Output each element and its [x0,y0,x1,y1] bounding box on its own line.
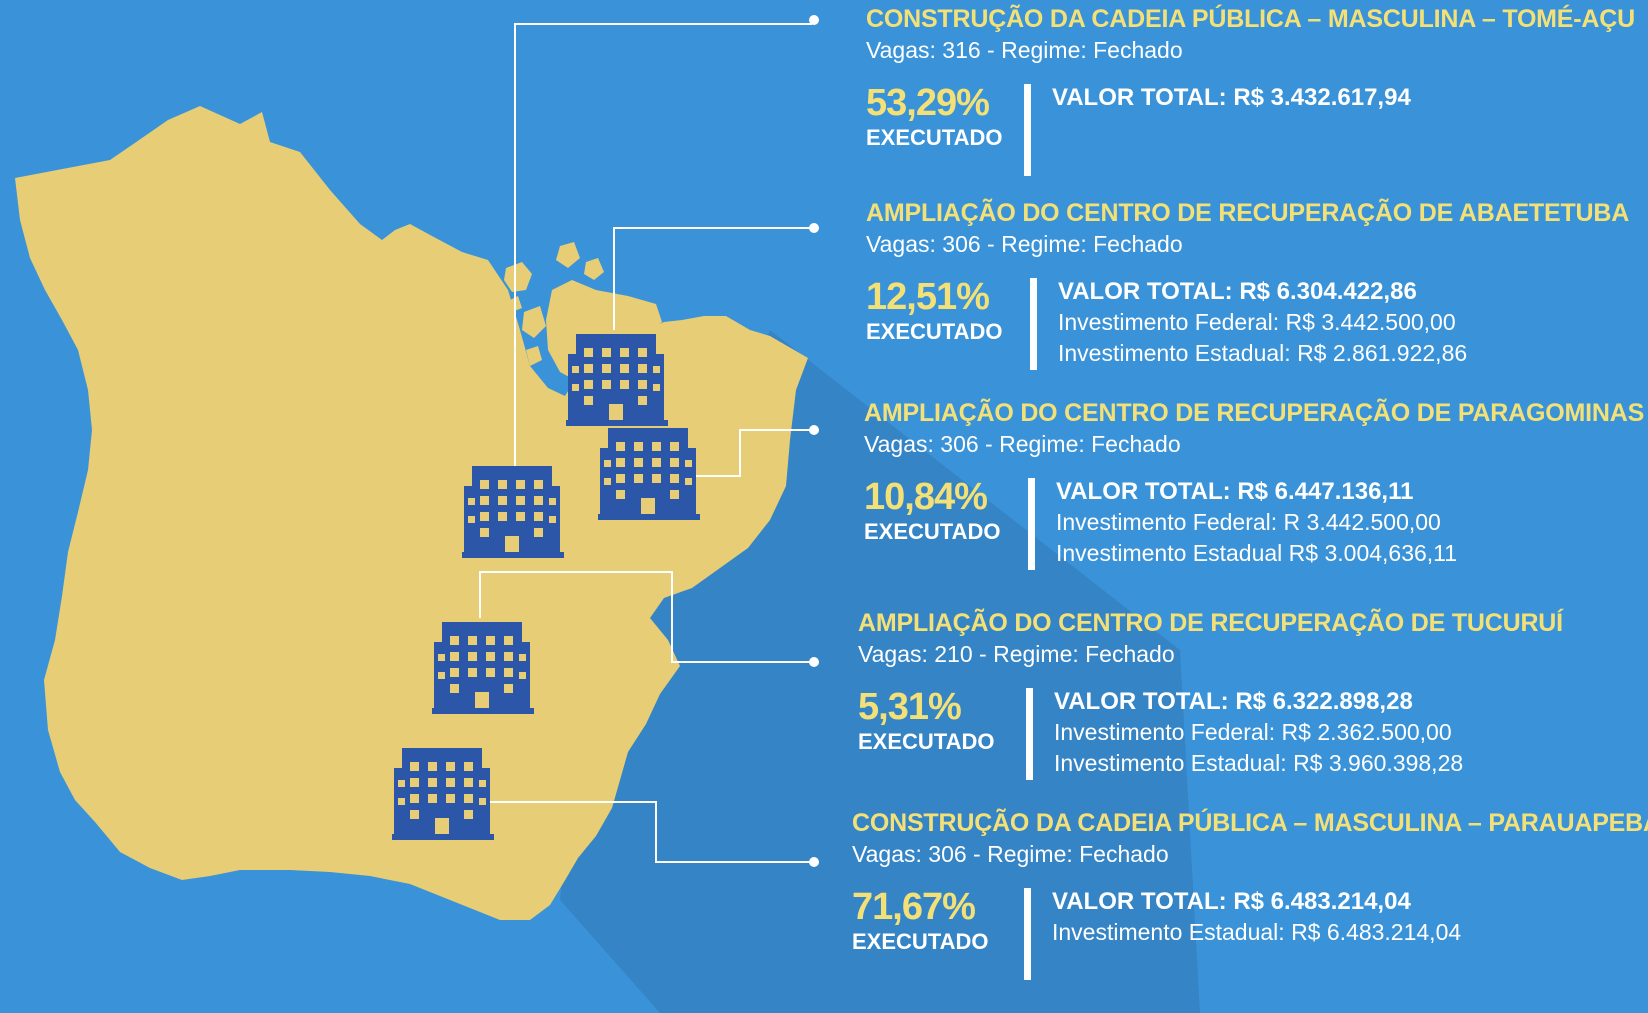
divider-bar [1030,278,1037,370]
execution-label: EXECUTADO [866,319,1003,344]
valor-total: VALOR TOTAL: R$ 3.432.617,94 [1052,84,1411,111]
divider-bar [1024,888,1031,980]
project-body: 10,84%EXECUTADO VALOR TOTAL: R$ 6.447.136… [864,476,1644,578]
divider-bar [1026,688,1033,780]
project-subtitle: Vagas: 210 - Regime: Fechado [858,641,1175,667]
execution-percent: 5,31% [858,686,962,728]
execution-block: 5,31%EXECUTADO [858,686,1018,756]
investment-line: Investimento Federal: R 3.442.500,00 [1056,509,1441,535]
execution-block: 10,84%EXECUTADO [864,476,1024,546]
execution-label: EXECUTADO [866,125,1003,150]
island-5 [526,346,542,366]
project-title: AMPLIAÇÃO DO CENTRO DE RECUPERAÇÃO DE TU… [858,609,1563,637]
execution-percent: 10,84% [864,476,988,518]
execution-percent: 71,67% [852,886,976,928]
valor-total: VALOR TOTAL: R$ 6.447.136,11 [1056,478,1414,505]
project-title: AMPLIAÇÃO DO CENTRO DE RECUPERAÇÃO DE PA… [864,399,1645,427]
investment-line: Investimento Estadual R$ 3.004,636,11 [1056,540,1458,566]
building-icons [392,334,700,840]
values-block: VALOR TOTAL: R$ 3.432.617,94 [1052,82,1411,113]
connector-line [490,801,812,863]
execution-label: EXECUTADO [864,519,1001,544]
building-icon [566,334,668,426]
building-icon [432,622,534,714]
execution-percent: 53,29% [866,82,990,124]
connector-dot [809,425,819,435]
connector-dot [809,223,819,233]
project-card: AMPLIAÇÃO DO CENTRO DE RECUPERAÇÃO DE AB… [866,198,1629,378]
project-subtitle: Vagas: 306 - Regime: Fechado [852,841,1169,867]
connector-dot [809,15,819,25]
project-title: AMPLIAÇÃO DO CENTRO DE RECUPERAÇÃO DE AB… [866,199,1630,227]
valor-total: VALOR TOTAL: R$ 6.483.214,04 [1052,888,1411,915]
investment-line: Investimento Estadual: R$ 6.483.214,04 [1052,919,1462,945]
execution-label: EXECUTADO [858,729,995,754]
execution-percent: 12,51% [866,276,990,318]
divider-bar [1024,84,1031,176]
project-body: 71,67%EXECUTADO VALOR TOTAL: R$ 6.483.214… [852,886,1648,988]
project-subtitle: Vagas: 306 - Regime: Fechado [866,231,1183,257]
investment-line: Investimento Federal: R$ 2.362.500,00 [1054,719,1452,745]
connector-dot [809,657,819,667]
project-title: CONSTRUÇÃO DA CADEIA PÚBLICA – MASCULINA… [866,5,1635,33]
connector-line [694,429,812,477]
project-card: CONSTRUÇÃO DA CADEIA PÚBLICA – MASCULINA… [866,4,1635,184]
investment-line: Investimento Estadual: R$ 3.960.398,28 [1054,750,1464,776]
building-icon [598,428,700,520]
divider-bar [1028,478,1035,570]
island-1 [504,262,532,292]
project-card: AMPLIAÇÃO DO CENTRO DE RECUPERAÇÃO DE PA… [864,398,1644,578]
project-body: 53,29%EXECUTADO VALOR TOTAL: R$ 3.432.617… [866,82,1635,184]
island-4 [522,306,546,338]
project-body: 5,31%EXECUTADO VALOR TOTAL: R$ 6.322.898,… [858,686,1563,788]
building-icon [462,466,564,558]
island-3 [584,258,604,280]
project-subtitle: Vagas: 306 - Regime: Fechado [864,431,1181,457]
project-title: CONSTRUÇÃO DA CADEIA PÚBLICA – MASCULINA… [852,809,1648,837]
connector-line [613,227,812,330]
connector-line [514,23,812,468]
connector-lines [479,15,819,867]
execution-label: EXECUTADO [852,929,989,954]
project-card: CONSTRUÇÃO DA CADEIA PÚBLICA – MASCULINA… [852,808,1648,988]
execution-block: 53,29%EXECUTADO [866,82,1026,152]
investment-line: Investimento Estadual: R$ 2.861.922,86 [1058,340,1468,366]
project-subtitle: Vagas: 316 - Regime: Fechado [866,37,1183,63]
valor-total: VALOR TOTAL: R$ 6.304.422,86 [1058,278,1417,305]
execution-block: 71,67%EXECUTADO [852,886,1012,956]
project-body: 12,51%EXECUTADO VALOR TOTAL: R$ 6.304.422… [866,276,1629,378]
valor-total: VALOR TOTAL: R$ 6.322.898,28 [1054,688,1413,715]
state-map [15,106,808,920]
execution-block: 12,51%EXECUTADO [866,276,1026,346]
connector-line [479,571,812,663]
investment-line: Investimento Federal: R$ 3.442.500,00 [1058,309,1456,335]
building-icon [392,748,494,840]
island-2 [556,242,580,268]
connector-dot [809,857,819,867]
project-card: AMPLIAÇÃO DO CENTRO DE RECUPERAÇÃO DE TU… [858,608,1563,788]
